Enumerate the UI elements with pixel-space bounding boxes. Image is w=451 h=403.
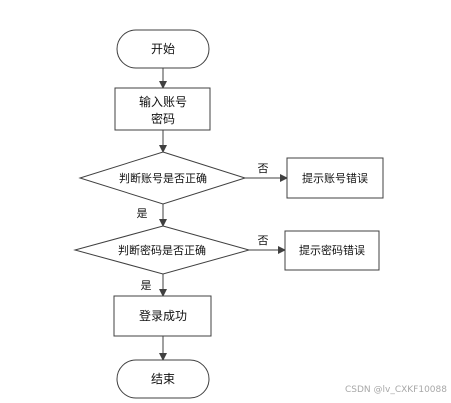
input-process-box bbox=[114, 87, 211, 131]
start-label: 开始 bbox=[151, 42, 175, 56]
account-yes-label: 是 bbox=[137, 207, 148, 220]
login-success-label: 登录成功 bbox=[139, 308, 187, 323]
password-error-label: 提示密码错误 bbox=[299, 243, 365, 257]
password-yes-label: 是 bbox=[141, 279, 152, 292]
account-error-box bbox=[286, 157, 384, 199]
input-label-line2: 密码 bbox=[151, 111, 175, 126]
password-error-box bbox=[284, 230, 380, 271]
password-no-label: 否 bbox=[258, 234, 269, 247]
account-no-label: 否 bbox=[258, 162, 269, 175]
account-error-label: 提示账号错误 bbox=[302, 171, 368, 185]
end-terminator bbox=[116, 359, 210, 399]
end-label: 结束 bbox=[151, 372, 175, 386]
check-account-label: 判断账号是否正确 bbox=[119, 171, 207, 185]
check-password-label: 判断密码是否正确 bbox=[118, 243, 206, 257]
input-label-line1: 输入账号 bbox=[139, 94, 187, 109]
watermark: CSDN @lv_CXKF10088 bbox=[344, 385, 447, 395]
